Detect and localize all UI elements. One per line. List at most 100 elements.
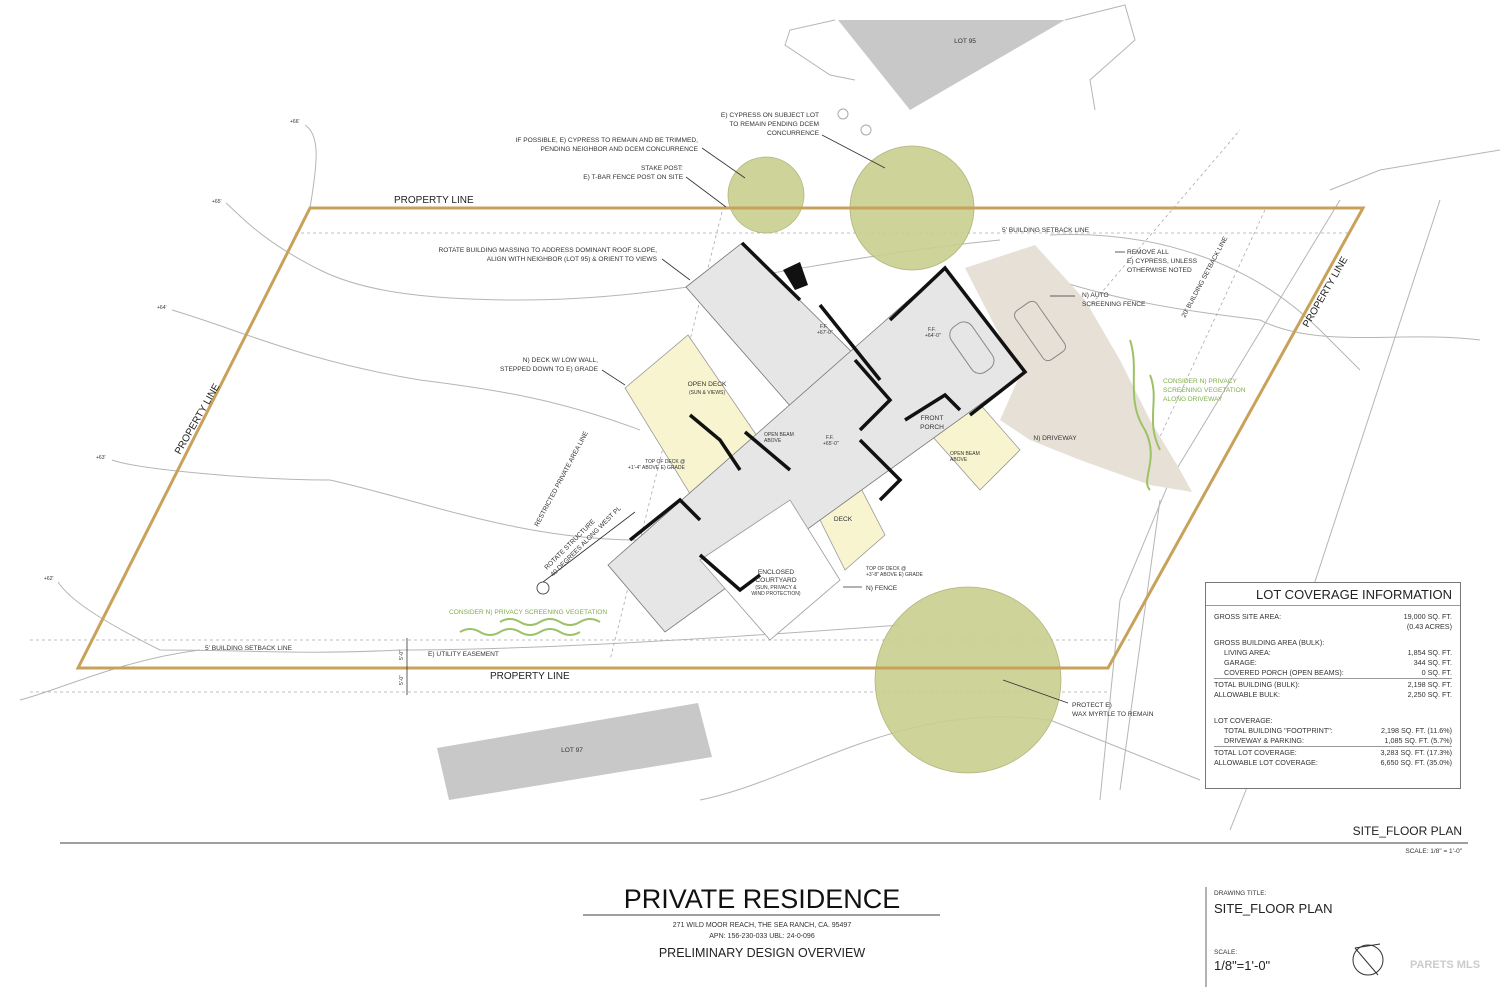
svg-text:ROTATE STRUCTURE: ROTATE STRUCTURE (543, 518, 597, 572)
contour-label: +62' (44, 576, 53, 582)
svg-text:N) AUTO: N) AUTO (1082, 292, 1109, 299)
contour-label: +64' (157, 305, 166, 311)
lot-coverage-value: 6,650 SQ. FT. (35.0%) (1380, 758, 1452, 767)
property-line-label-top: PROPERTY LINE (394, 195, 474, 206)
property-line (75, 206, 1366, 670)
top-of-deck-label: TOP OF DECK @ (866, 566, 906, 572)
lot-coverage-row: GROSS SITE AREA: 19,000 SQ. FT. (1214, 612, 1452, 622)
lot-coverage-row: COVERED PORCH (OPEN BEAMS): 0 SQ. FT. (1214, 668, 1452, 678)
lot-coverage-label: COVERED PORCH (OPEN BEAMS): (1224, 668, 1344, 677)
lot-coverage-row: LIVING AREA:1,854 SQ. FT. (1214, 648, 1452, 658)
contour-label: +65' (212, 199, 221, 205)
courtyard-sublabel: WIND PROTECTION) (751, 591, 800, 597)
lot-coverage-label: LOT COVERAGE: (1214, 716, 1273, 725)
dimension-label: 5'-0" (399, 675, 405, 685)
svg-text:N) DECK W/ LOW WALL,: N) DECK W/ LOW WALL, (523, 357, 598, 364)
svg-text:ROTATE BUILDING MASSING TO ADD: ROTATE BUILDING MASSING TO ADDRESS DOMIN… (439, 247, 658, 254)
cypress-tree-icon (727, 156, 805, 234)
lot-coverage-value: (0.43 ACRES) (1406, 622, 1452, 631)
lot-coverage-label: GROSS BUILDING AREA (BULK): (1214, 638, 1325, 647)
view-scale: SCALE: 1/8" = 1'-0" (1405, 848, 1462, 855)
lot-coverage-label: DRIVEWAY & PARKING: (1224, 736, 1305, 745)
lot-coverage-label: GROSS SITE AREA: (1214, 612, 1282, 621)
svg-text:SCREENING VEGETATION: SCREENING VEGETATION (1163, 387, 1246, 394)
top-of-deck-label: TOP OF DECK @ (645, 459, 685, 465)
lot-97-label: LOT 97 (561, 747, 583, 754)
svg-text:PROTECT E): PROTECT E) (1072, 702, 1112, 709)
lot-coverage-value: 0 SQ. FT. (1421, 668, 1452, 677)
setback-20-label: 20' BUILDING SETBACK LINE (1181, 235, 1230, 319)
deck-label: DECK (834, 516, 853, 523)
svg-text:TO REMAIN PENDING DCEM: TO REMAIN PENDING DCEM (729, 121, 819, 128)
lot-coverage-value: 3,283 SQ. FT. (17.3%) (1380, 748, 1452, 757)
lot-97 (437, 703, 712, 800)
svg-text:OTHERWISE NOTED: OTHERWISE NOTED (1127, 267, 1192, 274)
lot-coverage-label: ALLOWABLE LOT COVERAGE: (1214, 758, 1318, 767)
lot-coverage-value: 2,198 SQ. FT. (1407, 680, 1452, 689)
project-address: 271 WILD MOOR REACH, THE SEA RANCH, CA. … (673, 922, 852, 929)
setback-label: 5' BUILDING SETBACK LINE (1002, 227, 1090, 234)
lot-coverage-value: 1,085 SQ. FT. (5.7%) (1384, 736, 1452, 745)
open-beam-label: ABOVE (950, 457, 968, 463)
drawing-title-label: DRAWING TITLE: (1214, 890, 1267, 897)
lot-coverage-label: TOTAL BUILDING (BULK): (1214, 680, 1300, 689)
lot-coverage-label: ALLOWABLE BULK: (1214, 690, 1281, 699)
lot-coverage-value: 344 SQ. FT. (1413, 658, 1452, 667)
lot-coverage-row: TOTAL LOT COVERAGE: 3,283 SQ. FT. (17.3%) (1214, 746, 1452, 758)
north-arrow-icon (1352, 943, 1384, 976)
lot-coverage-row: GARAGE: 344 SQ. FT. (1214, 658, 1452, 668)
lot-coverage-table: LOT COVERAGE INFORMATION GROSS SITE AREA… (1205, 582, 1461, 789)
courtyard-sublabel: (SUN, PRIVACY & (755, 585, 797, 591)
utility-easement-label: E) UTILITY EASEMENT (428, 651, 499, 658)
svg-text:STAKE POST:: STAKE POST: (641, 165, 683, 172)
contour-label: +63' (96, 455, 105, 461)
property-line-label-bottom: PROPERTY LINE (490, 671, 570, 682)
lot-coverage-row: LOT COVERAGE: (1214, 716, 1452, 726)
courtyard-label: COURTYARD (755, 577, 796, 584)
lot-95 (838, 20, 1065, 110)
wax-myrtle-tree-icon (874, 586, 1062, 774)
svg-text:IF POSSIBLE, E) CYPRESS TO REM: IF POSSIBLE, E) CYPRESS TO REMAIN AND BE… (516, 137, 699, 144)
lot-coverage-row: DRIVEWAY & PARKING: 1,085 SQ. FT. (5.7%) (1214, 736, 1452, 746)
svg-text:N) FENCE: N) FENCE (866, 585, 898, 592)
lot-coverage-title: LOT COVERAGE INFORMATION (1206, 583, 1460, 606)
restricted-area-label: RESTRICTED PRIVATE AREA LINE (534, 430, 591, 528)
finish-floor-label: +65'-0" (823, 441, 839, 447)
scale-label: SCALE: (1214, 949, 1237, 956)
restricted-arc (1009, 129, 1241, 401)
property-line-label-right: PROPERTY LINE (1301, 255, 1351, 330)
open-deck-sublabel: (SUN & VIEWS) (689, 390, 725, 396)
lot-coverage-row: ALLOWABLE LOT COVERAGE: 6,650 SQ. FT. (35… (1214, 758, 1452, 768)
lot-coverage-label: LIVING AREA: (1224, 648, 1271, 657)
lot-coverage-label: TOTAL LOT COVERAGE: (1214, 748, 1297, 757)
driveway-label: N) DRIVEWAY (1033, 435, 1077, 442)
open-beam-label: ABOVE (764, 438, 782, 444)
finish-floor-label: F.F. (928, 327, 936, 333)
lot-coverage-value: 2,198 SQ. FT. (11.6%) (1381, 726, 1452, 735)
open-deck-label: OPEN DECK (688, 381, 727, 388)
courtyard-label: ENCLOSED (758, 569, 795, 576)
courtyard (699, 499, 841, 641)
open-beam-label: OPEN BEAM (764, 432, 794, 438)
contour-label: +66' (290, 119, 299, 125)
svg-text:E) CYPRESS, UNLESS: E) CYPRESS, UNLESS (1127, 258, 1198, 265)
lot-coverage-row: GROSS BUILDING AREA (BULK): (1214, 638, 1452, 648)
top-of-deck-label: +1'-4" ABOVE E) GRADE (628, 465, 685, 471)
view-title: SITE_FLOOR PLAN (1353, 824, 1462, 838)
lot-coverage-value: 2,250 SQ. FT. (1407, 690, 1452, 699)
drawing-title: SITE_FLOOR PLAN (1214, 901, 1332, 916)
project-apn: APN: 156-230-033 UBL: 24-0-096 (709, 933, 815, 940)
svg-text:E) CYPRESS ON SUBJECT LOT: E) CYPRESS ON SUBJECT LOT (721, 112, 819, 119)
lot-coverage-label: GARAGE: (1224, 658, 1257, 667)
svg-text:SCREENING FENCE: SCREENING FENCE (1082, 301, 1146, 308)
finish-floor-label: +64'-0" (925, 333, 941, 339)
setback-line-20 (1139, 209, 1266, 481)
svg-text:REMOVE ALL: REMOVE ALL (1127, 249, 1169, 256)
open-beam-label: OPEN BEAM (950, 451, 980, 457)
svg-text:STEPPED DOWN TO E) GRADE: STEPPED DOWN TO E) GRADE (500, 366, 599, 373)
lot-coverage-value: 19,000 SQ. FT. (1403, 612, 1452, 621)
svg-text:CONSIDER N) PRIVACY: CONSIDER N) PRIVACY (1163, 378, 1237, 385)
svg-text:CONCURRENCE: CONCURRENCE (767, 130, 820, 137)
svg-text:PENDING NEIGHBOR AND DCEM CONC: PENDING NEIGHBOR AND DCEM CONCURRENCE (540, 146, 698, 153)
